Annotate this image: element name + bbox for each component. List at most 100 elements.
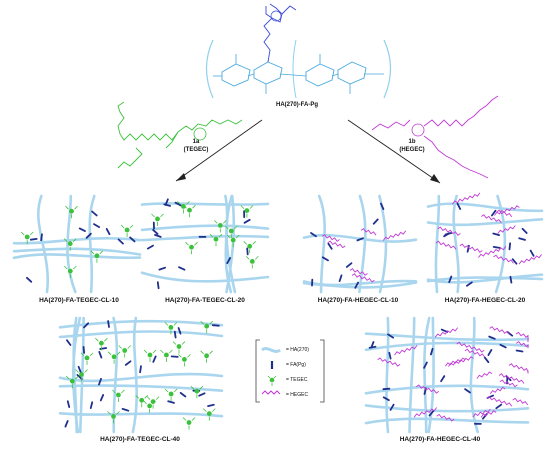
legend-label-fa: = FA(Pg): [286, 362, 306, 368]
tegec-crosslinker: [244, 241, 256, 253]
bracket-middle: [293, 40, 296, 98]
hegec-crosslinker: [490, 327, 510, 335]
fa-pg-tick: [27, 278, 31, 282]
top-polymer-label: HA(270)-FA-Pg: [247, 101, 347, 109]
fa-pg-tick: [494, 247, 500, 248]
fa-pg-tick: [108, 321, 109, 327]
tegec-crosslinker: [178, 354, 190, 366]
ha-chain: [304, 235, 416, 241]
fa-pg-tick: [347, 263, 352, 267]
sugar-ring-4: [338, 62, 366, 84]
tegec-crosslinker: [64, 266, 76, 278]
fa-pg-tick: [383, 389, 389, 390]
tegec-crosslinker: [246, 256, 258, 268]
fa-pg-tick: [181, 393, 186, 397]
fa-pg-tick: [153, 230, 158, 234]
fa-pg-tick: [199, 393, 204, 395]
ha-chain: [60, 374, 222, 381]
ha-chain: [428, 219, 542, 225]
legend-bracket-left: [256, 340, 260, 402]
hegec-crosslinker: [435, 328, 458, 338]
fa-pg-tick: [446, 233, 452, 235]
fa-pg-tick: [247, 248, 248, 254]
legend-hegec-symbol: [262, 391, 280, 394]
fa-pg-tick: [153, 356, 155, 362]
fa-pg-tick: [158, 282, 159, 288]
fa-pg-tick: [465, 389, 470, 392]
fa-pg-tick: [155, 235, 161, 237]
ha-chain: [14, 249, 140, 255]
fa-pg-tick: [489, 337, 495, 339]
tegec-crosslinker: [119, 346, 131, 358]
fa-pg-tick: [213, 325, 219, 326]
ha-chain: [142, 203, 268, 204]
fa-pg-tick: [442, 330, 448, 332]
fa-pg-tick: [148, 246, 153, 249]
fa-pg-tick: [79, 367, 81, 373]
ha-chain: [14, 254, 140, 257]
tegec-crosslinker: [201, 351, 213, 363]
reagent-1a-id: 1a: [181, 138, 211, 146]
hegec-crosslinker: [498, 226, 516, 234]
fa-pg-tick: [99, 352, 101, 358]
fa-pg-tick: [140, 366, 141, 372]
legend-label-tegec: = TEGEC: [286, 377, 307, 383]
fa-pg-tick: [126, 361, 131, 365]
fa-pg-tick: [531, 251, 534, 256]
ha-chain: [319, 196, 324, 292]
legend-label-hegec: = HEGEC: [286, 392, 308, 398]
fa-pg-tick: [179, 267, 185, 270]
sugar-ring-2: [254, 62, 282, 84]
fa-pg-tick: [374, 219, 378, 223]
hegec-crosslinker: [499, 374, 524, 384]
fa-pg-tick: [496, 405, 501, 409]
network-panel-0: [14, 196, 140, 292]
fa-pg-tick: [159, 268, 165, 270]
tegec-crosslinker: [241, 206, 253, 218]
ha-chain: [142, 226, 268, 230]
network-panel-2: [304, 196, 416, 292]
bracket-left: [207, 40, 214, 98]
ha-chain: [60, 413, 222, 416]
fa-pg-tick: [91, 402, 92, 408]
fa-pg-tick: [488, 350, 491, 355]
ha-chain: [366, 386, 528, 394]
fa-pg-tick: [168, 401, 174, 403]
fa-pg-tick: [92, 212, 97, 216]
caption-hegec-cl-10: HA(270)-FA-HEGEC-CL-10: [298, 297, 418, 304]
tegec-crosslinker: [121, 225, 133, 237]
hegec-crosslinker: [513, 398, 528, 405]
hegec-crosslinker: [509, 364, 528, 374]
fa-pg-tick: [68, 401, 69, 407]
fa-pg-tick: [510, 277, 511, 283]
hegec-reagent-structure: [372, 96, 498, 178]
tegec-crosslinker: [165, 389, 177, 401]
tegec-crosslinker: [183, 418, 195, 430]
network-panel-5: [366, 318, 528, 432]
ha-chain: [90, 196, 95, 292]
sugar-ring-3: [306, 64, 334, 86]
hegec-crosslinker: [465, 349, 485, 357]
hegec-crosslinker: [352, 274, 375, 282]
fa-pg-tick: [172, 356, 178, 357]
caption-hegec-cl-40: HA(270)-FA-HEGEC-CL-40: [380, 436, 500, 443]
reagent-1a-name: (TEGEC): [181, 146, 211, 154]
legend-bracket-right: [320, 340, 324, 402]
fa-pg-tick: [245, 220, 250, 223]
network-panels: [14, 193, 542, 432]
fa-pg-tick: [84, 347, 85, 353]
caption-tegec-cl-10: HA(270)-FA-TEGEC-CL-10: [19, 297, 139, 304]
fa-pg-tick: [517, 351, 523, 352]
ha-chain: [436, 196, 439, 292]
fa-pg-tick: [80, 228, 85, 231]
legend-tegec-symbol: [268, 376, 276, 386]
fa-pg-tick: [340, 275, 342, 281]
fa-pg-tick: [119, 240, 123, 244]
fa-pg-tick: [510, 243, 511, 249]
arrowhead-right: [430, 174, 440, 183]
ha-chain: [424, 318, 429, 432]
hegec-crosslinker: [361, 229, 376, 236]
hegec-crosslinker: [487, 397, 512, 407]
